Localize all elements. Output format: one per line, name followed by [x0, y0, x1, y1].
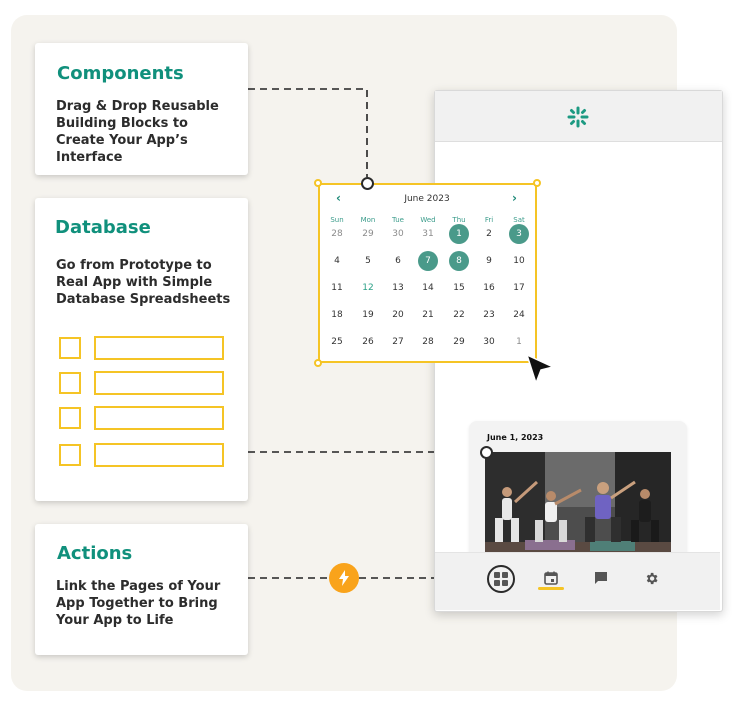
- calendar-month-label: June 2023: [404, 194, 450, 204]
- yoga-class-image: [485, 452, 671, 557]
- bottom-tab-bar: [435, 552, 720, 610]
- calendar-day[interactable]: 4: [334, 256, 340, 266]
- resize-handle[interactable]: [533, 179, 541, 187]
- calendar-day[interactable]: 15: [453, 283, 465, 293]
- calendar-day[interactable]: 9: [486, 256, 492, 266]
- calendar-day[interactable]: 10: [513, 256, 525, 266]
- calendar-day[interactable]: 22: [453, 310, 465, 320]
- actions-description: Link the Pages of Your App Together to B…: [56, 579, 221, 628]
- database-description: Go from Prototype to Real App with Simpl…: [56, 258, 231, 307]
- calendar-day[interactable]: 19: [362, 310, 374, 320]
- phone-header: [435, 91, 722, 142]
- components-card: Components Drag & Drop Reusable Building…: [35, 43, 248, 175]
- weekday-label: Wed: [420, 216, 436, 224]
- weekday-label: Mon: [360, 216, 376, 224]
- mouse-cursor-icon: [525, 353, 555, 385]
- components-title: Components: [57, 63, 184, 84]
- calendar-day[interactable]: 16: [483, 283, 495, 293]
- resize-handle[interactable]: [314, 179, 322, 187]
- active-tab-indicator: [538, 587, 564, 590]
- weekday-label: Fri: [484, 216, 494, 224]
- calendar-day[interactable]: 28: [331, 229, 343, 239]
- calendar-icon[interactable]: [537, 564, 565, 592]
- calendar-day[interactable]: 12: [362, 283, 374, 293]
- database-title: Database: [55, 217, 151, 238]
- event-date: June 1, 2023: [487, 433, 544, 442]
- calendar-prev-button[interactable]: ‹: [336, 191, 341, 205]
- calendar-day[interactable]: 30: [392, 229, 404, 239]
- calendar-day[interactable]: 11: [331, 283, 343, 293]
- calendar-day[interactable]: 2: [486, 229, 492, 239]
- db-row-field: [94, 406, 224, 430]
- calendar-day[interactable]: 30: [483, 337, 495, 347]
- grid-icon[interactable]: [487, 565, 515, 593]
- calendar-day[interactable]: 7: [418, 251, 438, 271]
- calendar-day[interactable]: 1: [449, 224, 469, 244]
- calendar-next-button[interactable]: ›: [512, 191, 517, 205]
- calendar-day[interactable]: 24: [513, 310, 525, 320]
- calendar-day[interactable]: 26: [362, 337, 374, 347]
- connector-dot: [480, 446, 493, 459]
- lightning-bolt-icon: [329, 563, 359, 593]
- app-logo-icon: [567, 106, 589, 128]
- gear-icon[interactable]: [637, 564, 665, 592]
- resize-handle[interactable]: [314, 359, 322, 367]
- connector-dot: [361, 177, 374, 190]
- actions-card: Actions Link the Pages of Your App Toget…: [35, 524, 248, 655]
- calendar-day[interactable]: 31: [422, 229, 434, 239]
- event-card[interactable]: June 1, 2023: [469, 421, 687, 564]
- calendar-day[interactable]: 21: [422, 310, 434, 320]
- calendar-day[interactable]: 29: [362, 229, 374, 239]
- weekday-label: Sun: [330, 216, 344, 224]
- db-row-field: [94, 371, 224, 395]
- calendar-day[interactable]: 5: [365, 256, 371, 266]
- calendar-day[interactable]: 20: [392, 310, 404, 320]
- weekday-label: Thu: [452, 216, 466, 224]
- chat-icon[interactable]: [587, 564, 615, 592]
- calendar-day[interactable]: 27: [392, 337, 404, 347]
- db-row-checkbox: [59, 372, 81, 394]
- calendar-day[interactable]: 17: [513, 283, 525, 293]
- database-card: Database Go from Prototype to Real App w…: [35, 198, 248, 501]
- db-row-field: [94, 336, 224, 360]
- weekday-label: Sat: [513, 216, 525, 224]
- db-row-checkbox: [59, 444, 81, 466]
- calendar-day[interactable]: 25: [331, 337, 343, 347]
- weekday-label: Tue: [392, 216, 404, 224]
- components-description: Drag & Drop Reusable Building Blocks to …: [56, 99, 219, 165]
- calendar-day[interactable]: 3: [509, 224, 529, 244]
- calendar-day[interactable]: 18: [331, 310, 343, 320]
- calendar-day[interactable]: 23: [483, 310, 495, 320]
- calendar-day[interactable]: 8: [449, 251, 469, 271]
- calendar-day[interactable]: 1: [516, 337, 522, 347]
- db-row-field: [94, 443, 224, 467]
- calendar-day[interactable]: 14: [422, 283, 434, 293]
- calendar-day[interactable]: 13: [392, 283, 404, 293]
- db-row-checkbox: [59, 337, 81, 359]
- actions-title: Actions: [57, 543, 133, 564]
- calendar-day[interactable]: 28: [422, 337, 434, 347]
- calendar-day[interactable]: 6: [395, 256, 401, 266]
- calendar-day[interactable]: 29: [453, 337, 465, 347]
- event-photo: [485, 452, 671, 557]
- db-row-checkbox: [59, 407, 81, 429]
